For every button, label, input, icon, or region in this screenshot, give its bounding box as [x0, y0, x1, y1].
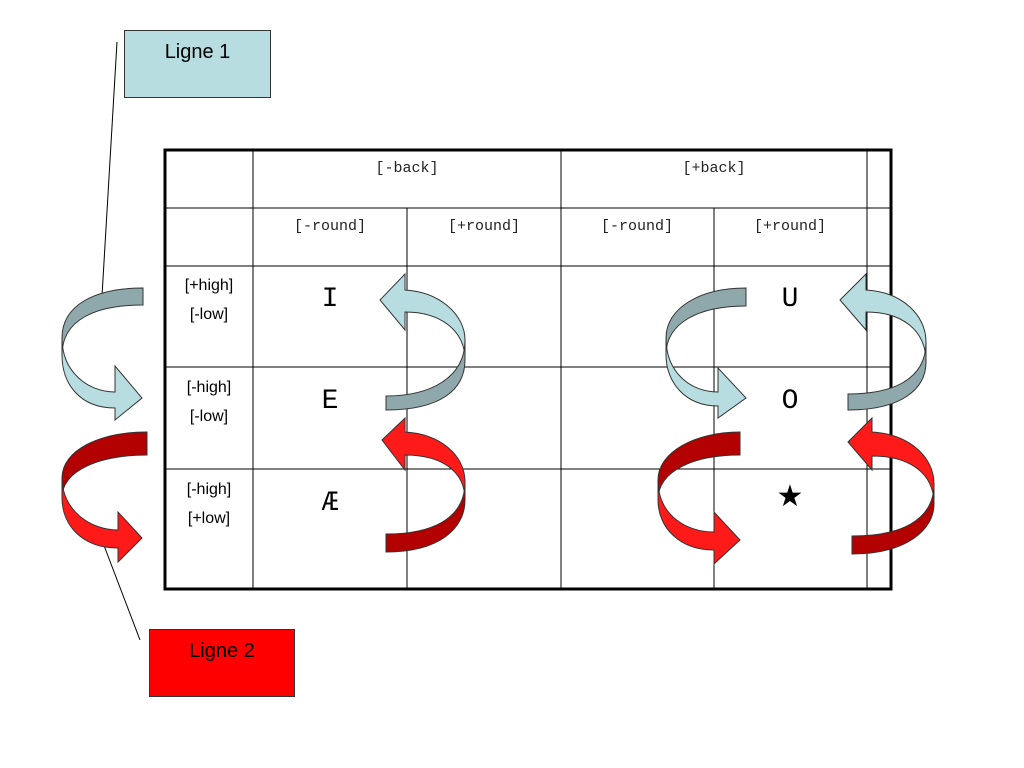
curved-arrow-ligne2-left: [61, 431, 148, 564]
curved-arrow-ligne1-back: [665, 287, 747, 419]
header-minus-back: [-back]: [375, 160, 438, 177]
curved-arrow-ligne1-front: [379, 272, 466, 411]
row-label-low-1: [-low]: [190, 306, 228, 323]
ligne-2-label: Ligne 2: [189, 640, 255, 662]
ligne-2-leader: [99, 534, 141, 641]
vowel-u: U: [782, 284, 799, 315]
header-plus-back: [+back]: [682, 160, 745, 177]
header-plus-round-front: [+round]: [448, 218, 520, 235]
vowel-ae: Æ: [322, 488, 339, 519]
row-label-high-3: [-high]: [187, 481, 231, 498]
row-label-low-3: [+low]: [188, 510, 230, 527]
ligne-1-callout: Ligne 1: [124, 30, 271, 98]
vowel-o: O: [782, 386, 799, 417]
star-symbol: ★: [777, 480, 804, 513]
row-label-high-1: [+high]: [185, 277, 233, 294]
curved-arrow-ligne2-right: [847, 416, 935, 555]
curved-arrow-ligne2-back: [657, 431, 741, 566]
curved-arrow-ligne1-left: [61, 287, 144, 422]
vowel-e: E: [322, 386, 339, 417]
row-label-low-2: [-low]: [190, 408, 228, 425]
ligne-1-leader: [101, 41, 118, 297]
header-plus-round-back: [+round]: [754, 218, 826, 235]
curved-arrow-ligne1-right: [839, 272, 927, 411]
ligne-1-label: Ligne 1: [164, 41, 231, 63]
curved-arrow-ligne2-front: [381, 416, 466, 553]
vowel-table: [163, 148, 893, 591]
row-label-high-2: [-high]: [187, 379, 231, 396]
vowel-i: I: [322, 284, 339, 315]
header-minus-round-front: [-round]: [294, 218, 366, 235]
ligne-2-callout: Ligne 2: [149, 629, 295, 697]
header-minus-round-back: [-round]: [601, 218, 673, 235]
